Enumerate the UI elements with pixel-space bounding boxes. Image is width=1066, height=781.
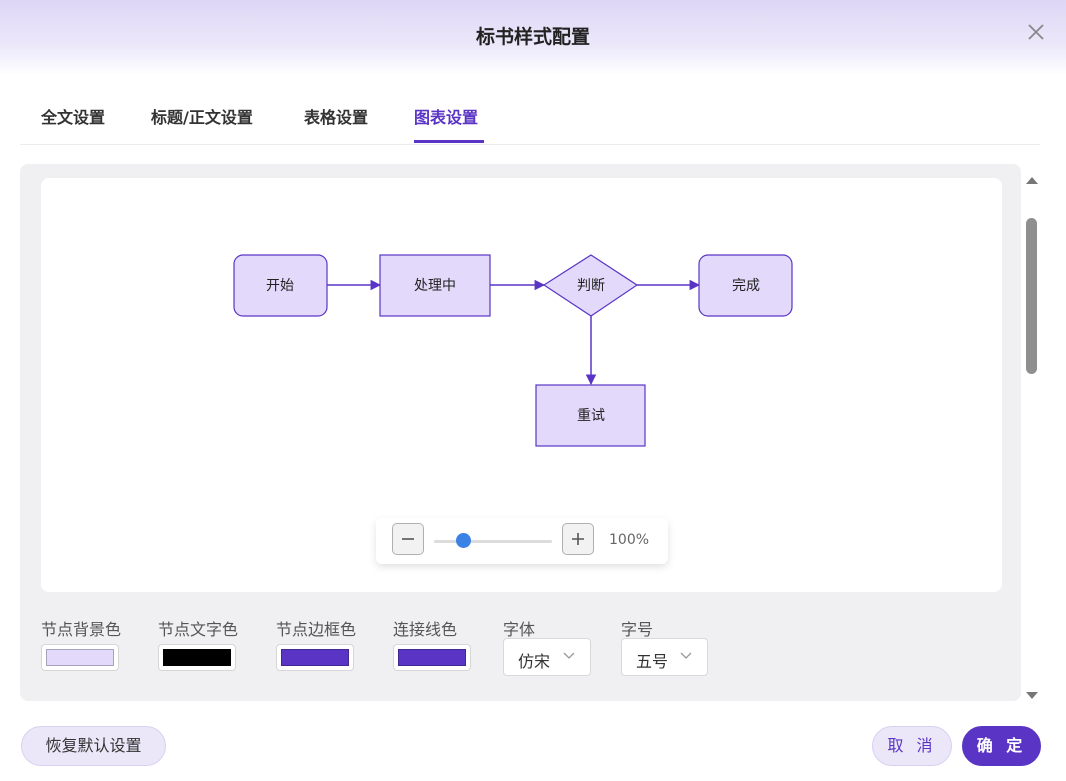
font-select[interactable]: 仿宋 bbox=[503, 638, 591, 676]
zoom-out-button[interactable] bbox=[392, 523, 424, 555]
chevron-down-icon bbox=[680, 652, 692, 659]
minus-icon bbox=[402, 538, 414, 540]
flow-node-start[interactable]: 开始 bbox=[233, 254, 328, 317]
zoom-in-button[interactable] bbox=[562, 523, 594, 555]
line-color-label: 连接线色 bbox=[393, 620, 458, 639]
flowchart: 开始 处理中 判断 完成 重试 bbox=[233, 254, 793, 447]
dialog-header: 标书样式配置 bbox=[0, 0, 1066, 76]
flow-node-retry[interactable]: 重试 bbox=[535, 384, 646, 447]
node-text-color-label: 节点文字色 bbox=[158, 620, 239, 639]
flow-node-process[interactable]: 处理中 bbox=[379, 254, 491, 317]
node-label-done: 完成 bbox=[732, 278, 760, 294]
zoom-percent: 100% bbox=[609, 532, 650, 548]
tab-bar: 全文设置 标题/正文设置 表格设置 图表设置 bbox=[20, 96, 1040, 145]
chevron-down-icon bbox=[563, 652, 575, 659]
settings-panel: 开始 处理中 判断 完成 重试 bbox=[20, 164, 1021, 701]
scroll-down-icon[interactable] bbox=[1025, 686, 1039, 699]
node-border-color-swatch bbox=[281, 649, 349, 666]
node-label-process: 处理中 bbox=[414, 278, 456, 294]
zoom-slider-track[interactable] bbox=[434, 540, 552, 543]
node-border-color-label: 节点边框色 bbox=[276, 620, 357, 639]
font-label: 字体 bbox=[503, 620, 536, 639]
node-text-color-swatch bbox=[163, 649, 231, 666]
line-color-swatch bbox=[398, 649, 466, 666]
flow-node-decision[interactable]: 判断 bbox=[542, 254, 639, 317]
flow-edges bbox=[327, 279, 701, 386]
font-size-select[interactable]: 五号 bbox=[621, 638, 708, 676]
tab-heading-body[interactable]: 标题/正文设置 bbox=[151, 108, 253, 127]
node-bg-color-picker[interactable] bbox=[41, 644, 119, 671]
font-size-label: 字号 bbox=[621, 620, 654, 639]
tab-full-text[interactable]: 全文设置 bbox=[41, 108, 106, 127]
tab-chart[interactable]: 图表设置 bbox=[414, 108, 479, 127]
close-icon[interactable] bbox=[1024, 20, 1048, 44]
confirm-button[interactable]: 确 定 bbox=[962, 726, 1041, 766]
zoom-control: 100% bbox=[376, 518, 668, 564]
font-select-value: 仿宋 bbox=[518, 652, 551, 671]
scrollbar-thumb[interactable] bbox=[1026, 218, 1037, 374]
flow-node-done[interactable]: 完成 bbox=[698, 254, 793, 317]
node-label-decision: 判断 bbox=[577, 278, 605, 294]
plus-icon bbox=[572, 533, 584, 545]
node-text-color-picker[interactable] bbox=[158, 644, 236, 671]
font-size-select-value: 五号 bbox=[636, 652, 669, 671]
node-bg-color-swatch bbox=[46, 649, 114, 666]
dialog-title: 标书样式配置 bbox=[475, 26, 590, 48]
zoom-slider-handle[interactable] bbox=[456, 533, 471, 548]
reset-defaults-button[interactable]: 恢复默认设置 bbox=[21, 726, 166, 766]
node-label-start: 开始 bbox=[266, 278, 294, 294]
flowchart-preview: 开始 处理中 判断 完成 重试 bbox=[41, 178, 1002, 592]
scroll-up-icon[interactable] bbox=[1025, 170, 1039, 184]
cancel-button[interactable]: 取 消 bbox=[872, 726, 952, 766]
active-tab-indicator bbox=[414, 140, 484, 143]
line-color-picker[interactable] bbox=[393, 644, 471, 671]
tab-table[interactable]: 表格设置 bbox=[304, 108, 369, 127]
node-bg-color-label: 节点背景色 bbox=[41, 620, 122, 639]
node-border-color-picker[interactable] bbox=[276, 644, 354, 671]
node-label-retry: 重试 bbox=[577, 408, 605, 424]
